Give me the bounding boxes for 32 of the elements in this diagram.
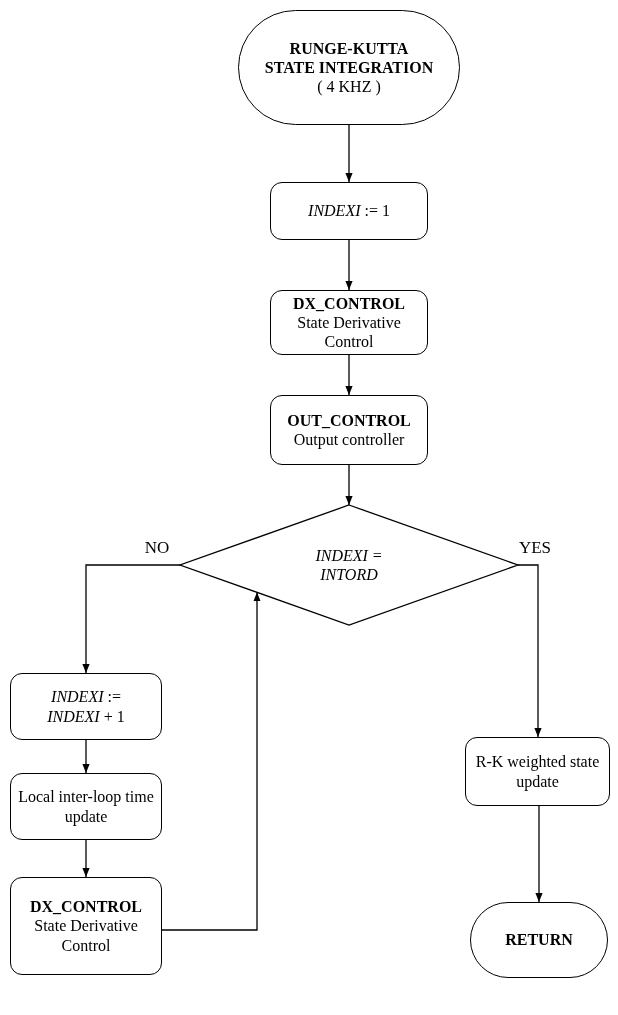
arrow xyxy=(345,464,353,506)
process-box xyxy=(270,290,428,355)
node-text: INDEXI := INDEXI + 1 xyxy=(46,687,126,726)
process-box xyxy=(10,773,162,840)
heading-text: DX_CONTROL xyxy=(293,293,405,313)
arrow xyxy=(82,839,90,878)
node-text: Output controller xyxy=(293,430,405,450)
process-box xyxy=(270,182,428,240)
node-text: State Derivative Control xyxy=(296,312,402,352)
process-box xyxy=(10,673,162,740)
process-box xyxy=(10,877,162,975)
arrow xyxy=(345,239,353,291)
node-text: ( 4 KHZ ) xyxy=(317,77,381,97)
arrow xyxy=(345,124,353,183)
node-text: Local inter-loop time update xyxy=(17,787,155,826)
node-text: INDEXI = INTORD xyxy=(314,545,384,585)
process-box xyxy=(465,737,610,806)
decision-diamond xyxy=(180,505,518,625)
heading-text: RETURN xyxy=(505,930,573,950)
arrow xyxy=(161,591,261,931)
node-text: R-K weighted state update xyxy=(474,752,601,791)
arrow xyxy=(82,564,181,674)
node-text: State Derivative Control xyxy=(33,916,139,955)
arrow xyxy=(517,564,542,738)
process-box xyxy=(270,395,428,465)
heading-text: RUNGE-KUTTA STATE INTEGRATION xyxy=(264,38,434,78)
heading-text: DX_CONTROL xyxy=(30,897,142,917)
heading-text: OUT_CONTROL xyxy=(287,410,411,430)
arrow xyxy=(535,805,543,903)
node-text: INDEXI := 1 xyxy=(308,201,390,221)
arrow xyxy=(82,739,90,774)
arrow xyxy=(345,354,353,396)
